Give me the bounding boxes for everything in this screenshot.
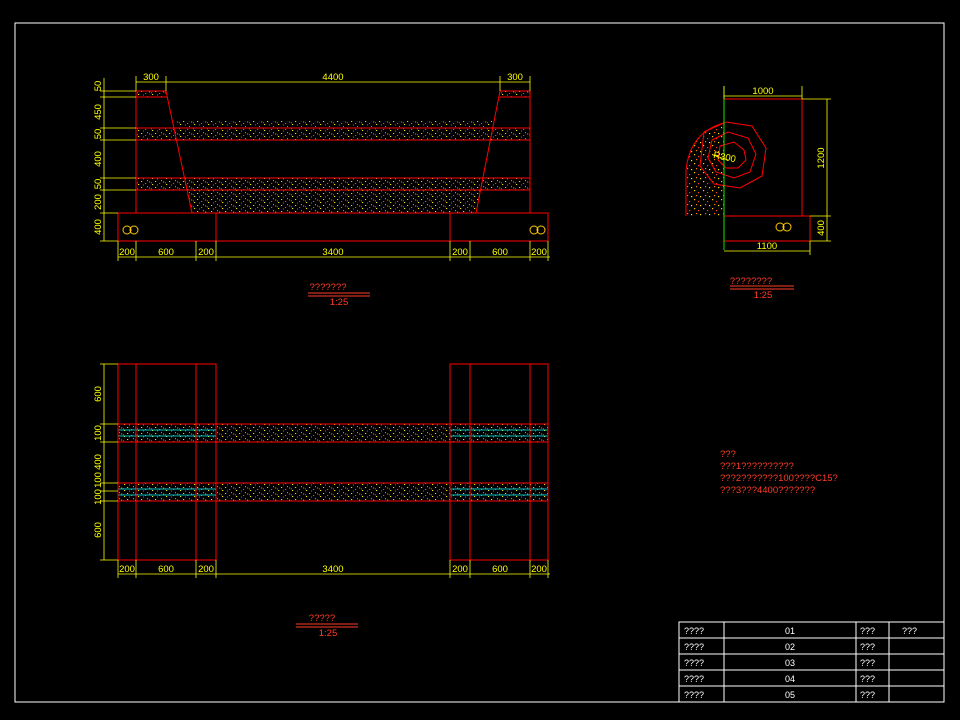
- section-title: ????????: [730, 276, 772, 287]
- title-block-row-4-code: 04: [785, 674, 795, 684]
- title-block-row-2-code: 02: [785, 642, 795, 652]
- elevation-band-2: [136, 128, 530, 140]
- elevation-top-dim-3: 300: [507, 72, 523, 83]
- plan-bottom-dim-7: 200: [531, 564, 547, 575]
- section-top-dim: 1000: [752, 86, 773, 97]
- elevation-top-dim-1: 300: [143, 72, 159, 83]
- title-block-row-5-field: ???: [860, 690, 875, 700]
- plan-side-dim-2: 100: [93, 425, 104, 441]
- title-block-row-1-extra: ???: [902, 626, 917, 636]
- plan-side-dim-4: 100: [93, 472, 104, 488]
- elevation-bottom-dim-4: 3400: [322, 247, 343, 258]
- elevation-scale: 1:25: [330, 297, 349, 308]
- elevation-bottom-dim-3: 200: [198, 247, 214, 258]
- pipe-symbol-left: [122, 225, 139, 235]
- plan-side-dim-1: 600: [93, 386, 104, 402]
- elevation-bottom-dim-7: 200: [531, 247, 547, 258]
- notes-heading: ???: [720, 449, 736, 460]
- section-right-dim-1: 1200: [816, 147, 827, 168]
- elevation-side-dim-6: 200: [93, 194, 104, 210]
- pipe-symbol-right: [529, 225, 546, 235]
- plan-bottom-dim-1: 200: [119, 564, 135, 575]
- elevation-view: 300 4400 300 200 600 200 3400 200 600 20…: [93, 72, 550, 308]
- section-view: R300 1000 1100 1200 400 ???????? 1:25: [685, 86, 831, 301]
- plan-bottom-dim-4: 3400: [322, 564, 343, 575]
- title-block-row-1-label: ????: [684, 626, 704, 636]
- plan-bottom-dim-2: 600: [158, 564, 174, 575]
- title-block-row-3-label: ????: [684, 658, 704, 668]
- plan-band-2: [118, 483, 548, 501]
- elevation-band-1: [176, 121, 492, 127]
- elevation-side-dim-2: 450: [93, 104, 104, 120]
- section-right-dim-2: 400: [816, 220, 827, 236]
- elevation-cap-right: [500, 91, 530, 97]
- elevation-side-dim-5: 50: [93, 179, 104, 190]
- elevation-bottom-dim-1: 200: [119, 247, 135, 258]
- section-scale: 1:25: [754, 290, 773, 301]
- plan-scale: 1:25: [319, 628, 338, 639]
- plan-bottom-dim-6: 600: [492, 564, 508, 575]
- plan-bottom-dim-3: 200: [198, 564, 214, 575]
- elevation-bottom-dim-2: 600: [158, 247, 174, 258]
- elevation-band-3: [136, 178, 530, 190]
- elevation-cap-left: [136, 91, 166, 97]
- elevation-side-dim-1: 50: [93, 81, 104, 92]
- plan-bottom-dim-5: 200: [452, 564, 468, 575]
- plan-title: ?????: [309, 613, 335, 624]
- elevation-side-dim-7: 400: [93, 219, 104, 235]
- section-radius-label: R300: [712, 150, 737, 165]
- title-block-row-1-code: 01: [785, 626, 795, 636]
- plan-view: 200 600 200 3400 200 600 200 600 100 400…: [93, 363, 550, 639]
- elevation-title: ???????: [310, 282, 347, 293]
- notes-line-1: ???1??????????: [720, 461, 794, 472]
- title-block-row-4-field: ???: [860, 674, 875, 684]
- drawing-frame: [14, 22, 945, 703]
- plan-band-1: [118, 424, 548, 442]
- plan-side-dim-6: 600: [93, 522, 104, 538]
- plan-side-dim-5: 100: [93, 489, 104, 505]
- plan-side-dim-3: 400: [93, 454, 104, 470]
- elevation-base-band: [186, 190, 482, 213]
- notes-line-2: ???2???????100????C15?: [720, 473, 838, 484]
- elevation-top-dim-2: 4400: [322, 72, 343, 83]
- elevation-bottom-dim-5: 200: [452, 247, 468, 258]
- notes-line-3: ???3???4400???????: [720, 485, 815, 496]
- elevation-bottom-dim-6: 600: [492, 247, 508, 258]
- title-block-row-2-label: ????: [684, 642, 704, 652]
- elevation-side-dim-3: 50: [93, 129, 104, 140]
- title-block-row-2-field: ???: [860, 642, 875, 652]
- title-block-row-5-code: 05: [785, 690, 795, 700]
- title-block-row-3-code: 03: [785, 658, 795, 668]
- notes-block: ??? ???1?????????? ???2???????100????C15…: [720, 449, 838, 496]
- elevation-side-dim-4: 400: [93, 151, 104, 167]
- title-block-row-4-label: ????: [684, 674, 704, 684]
- title-block: ???? 01 ??? ??? ???? 02 ??? ???? 03 ??? …: [678, 621, 945, 703]
- section-hatch: [686, 123, 724, 216]
- section-bottom-dim: 1100: [757, 241, 777, 252]
- title-block-row-3-field: ???: [860, 658, 875, 668]
- title-block-row-5-label: ????: [684, 690, 704, 700]
- title-block-row-1-field: ???: [860, 626, 875, 636]
- section-pipe-symbol: [775, 222, 792, 232]
